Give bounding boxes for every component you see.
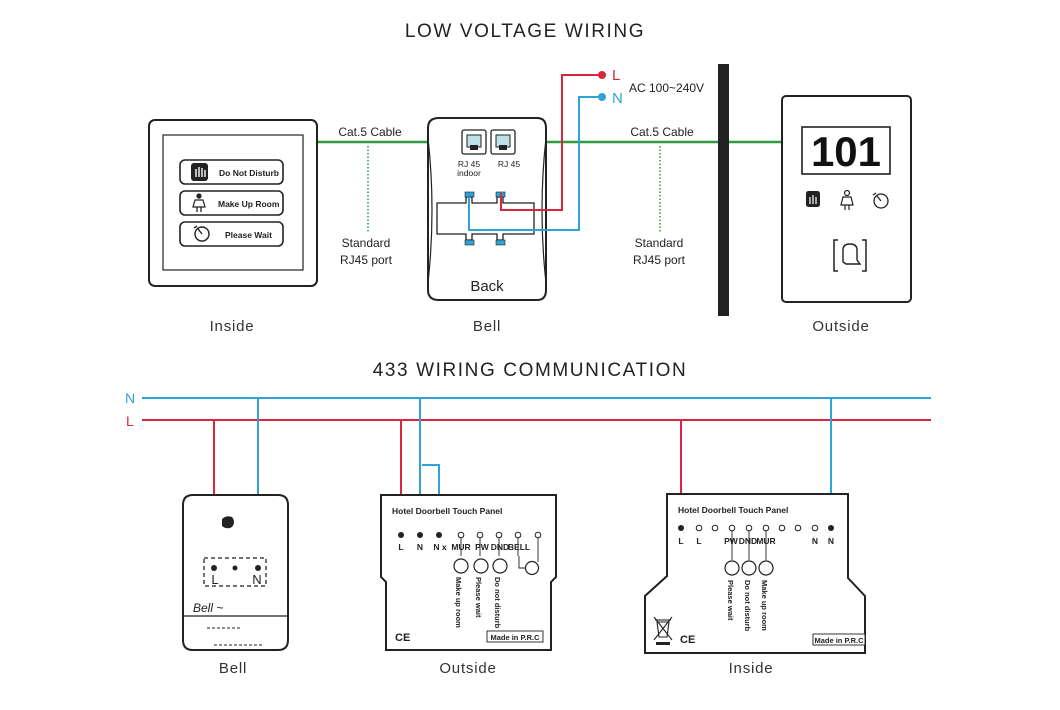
inside-terminal-l1: L <box>678 536 683 546</box>
inside-pw-icon <box>724 560 740 576</box>
outside-maid-icon <box>840 189 854 210</box>
inside-made-in: Made in P.R.C <box>814 636 864 645</box>
room-number: 101 <box>811 128 881 175</box>
rj45-indoor-sublabel: indoor <box>457 168 481 178</box>
inside-caption: Inside <box>210 318 255 335</box>
outside-mur-icon <box>453 558 469 574</box>
neutral-bus-label: N <box>125 390 135 406</box>
standard-label-left: Standard <box>342 236 391 250</box>
clock-icon <box>193 225 210 242</box>
wall <box>718 64 729 316</box>
outside-fn-pw: PW <box>475 542 490 552</box>
outside-ce-mark: CE <box>395 632 410 644</box>
maid-icon <box>192 193 206 212</box>
please-wait-button-label: Please Wait <box>225 230 272 240</box>
inside-fn-dnd: DND <box>739 536 757 546</box>
outside-caption: Outside <box>812 318 869 335</box>
bell-icon <box>842 243 862 265</box>
inside-terminal-n1: N <box>812 536 818 546</box>
outside-made-in: Made in P.R.C <box>490 633 540 642</box>
bell-terminal-l: L <box>211 572 218 587</box>
outside-clock-icon <box>872 192 889 209</box>
bell-brand: Bell ~ <box>193 601 223 615</box>
live-terminal-dot <box>598 71 606 79</box>
outside-fn-bell: BELL <box>508 542 530 552</box>
room-number-display <box>801 126 891 175</box>
outside-433-caption: Outside <box>439 660 496 677</box>
neutral-label: N <box>612 90 623 107</box>
outside-bell-icon <box>524 560 540 576</box>
inside-terminal-l2: L <box>696 536 701 546</box>
wiring-433-title: 433 WIRING COMMUNICATION <box>373 360 688 381</box>
standard-label-right: Standard <box>635 236 684 250</box>
rj45-label: RJ 45 <box>498 159 520 169</box>
inside-vlabel-please-wait: Please wait <box>726 580 735 621</box>
inside-dnd-icon <box>741 560 757 576</box>
cat5-cable-label-left: Cat.5 Cable <box>338 125 402 139</box>
outside-pw-icon <box>473 558 489 574</box>
outside-terminal-nx: N x <box>433 542 447 552</box>
outside-panel: 101 <box>781 95 912 303</box>
dnd-button-label: Do Not Disturb <box>219 168 279 178</box>
inside-vlabel-make-up-room: Make up room <box>760 580 769 631</box>
bell-back-label: Back <box>470 278 504 295</box>
bell-caption: Bell <box>473 318 501 335</box>
mur-button-label: Make Up Room <box>218 199 280 209</box>
bell-433-caption: Bell <box>219 660 247 677</box>
outside-terminal-n: N <box>417 542 423 552</box>
live-bus-label: L <box>126 413 134 429</box>
inside-433-caption: Inside <box>729 660 774 677</box>
bell-terminal-n: N <box>252 572 261 587</box>
weee-bin-icon <box>653 616 673 645</box>
live-wire-top <box>500 74 602 211</box>
rj45-port-label-left: RJ45 port <box>340 253 393 267</box>
neutral-wire-top <box>468 96 602 231</box>
rj45-indoor-label: RJ 45 <box>458 159 480 169</box>
outside-module: Hotel Doorbell Touch Panel L N N x MUR P… <box>380 494 557 651</box>
outside-dnd-icon <box>492 558 508 574</box>
low-voltage-title: LOW VOLTAGE WIRING <box>405 21 645 42</box>
outside-terminal-l: L <box>398 542 403 552</box>
bell-button <box>833 239 867 272</box>
outside-vlabel-make-up-room: Make up room <box>454 577 463 628</box>
live-label: L <box>612 67 620 84</box>
rj45-port <box>490 129 516 155</box>
bell-unit: L N Bell ~ <box>182 494 289 651</box>
inside-terminal-n2: N <box>828 536 834 546</box>
inside-module-title: Hotel Doorbell Touch Panel <box>678 505 788 515</box>
inside-fn-pw: PW <box>724 536 739 546</box>
bell-terminal-box <box>203 557 267 587</box>
terminal-block <box>436 196 535 241</box>
inside-mur-icon <box>758 560 774 576</box>
inside-module: Hotel Doorbell Touch Panel L L PW DND MU… <box>644 493 866 654</box>
outside-vlabel-do-not-disturb: Do not disturb <box>493 577 502 629</box>
inside-vlabel-do-not-disturb: Do not disturb <box>743 580 752 632</box>
cat5-cable-label-right: Cat.5 Cable <box>630 125 694 139</box>
inside-panel: Do Not Disturb Make Up Room Please Wait <box>148 119 318 287</box>
outside-module-title: Hotel Doorbell Touch Panel <box>392 506 502 516</box>
neutral-terminal-dot <box>598 93 606 101</box>
outside-vlabel-please-wait: Please wait <box>474 577 483 618</box>
please-wait-button: Please Wait <box>179 221 284 247</box>
voltage-label: AC 100~240V <box>629 81 704 95</box>
inside-ce-mark: CE <box>680 634 695 646</box>
rj45-port-indoor <box>461 129 487 155</box>
rj45-port-label-right: RJ45 port <box>633 253 686 267</box>
mur-button: Make Up Room <box>179 190 284 216</box>
dnd-button: Do Not Disturb <box>179 159 284 185</box>
outside-fn-dnd: DND <box>491 542 509 552</box>
